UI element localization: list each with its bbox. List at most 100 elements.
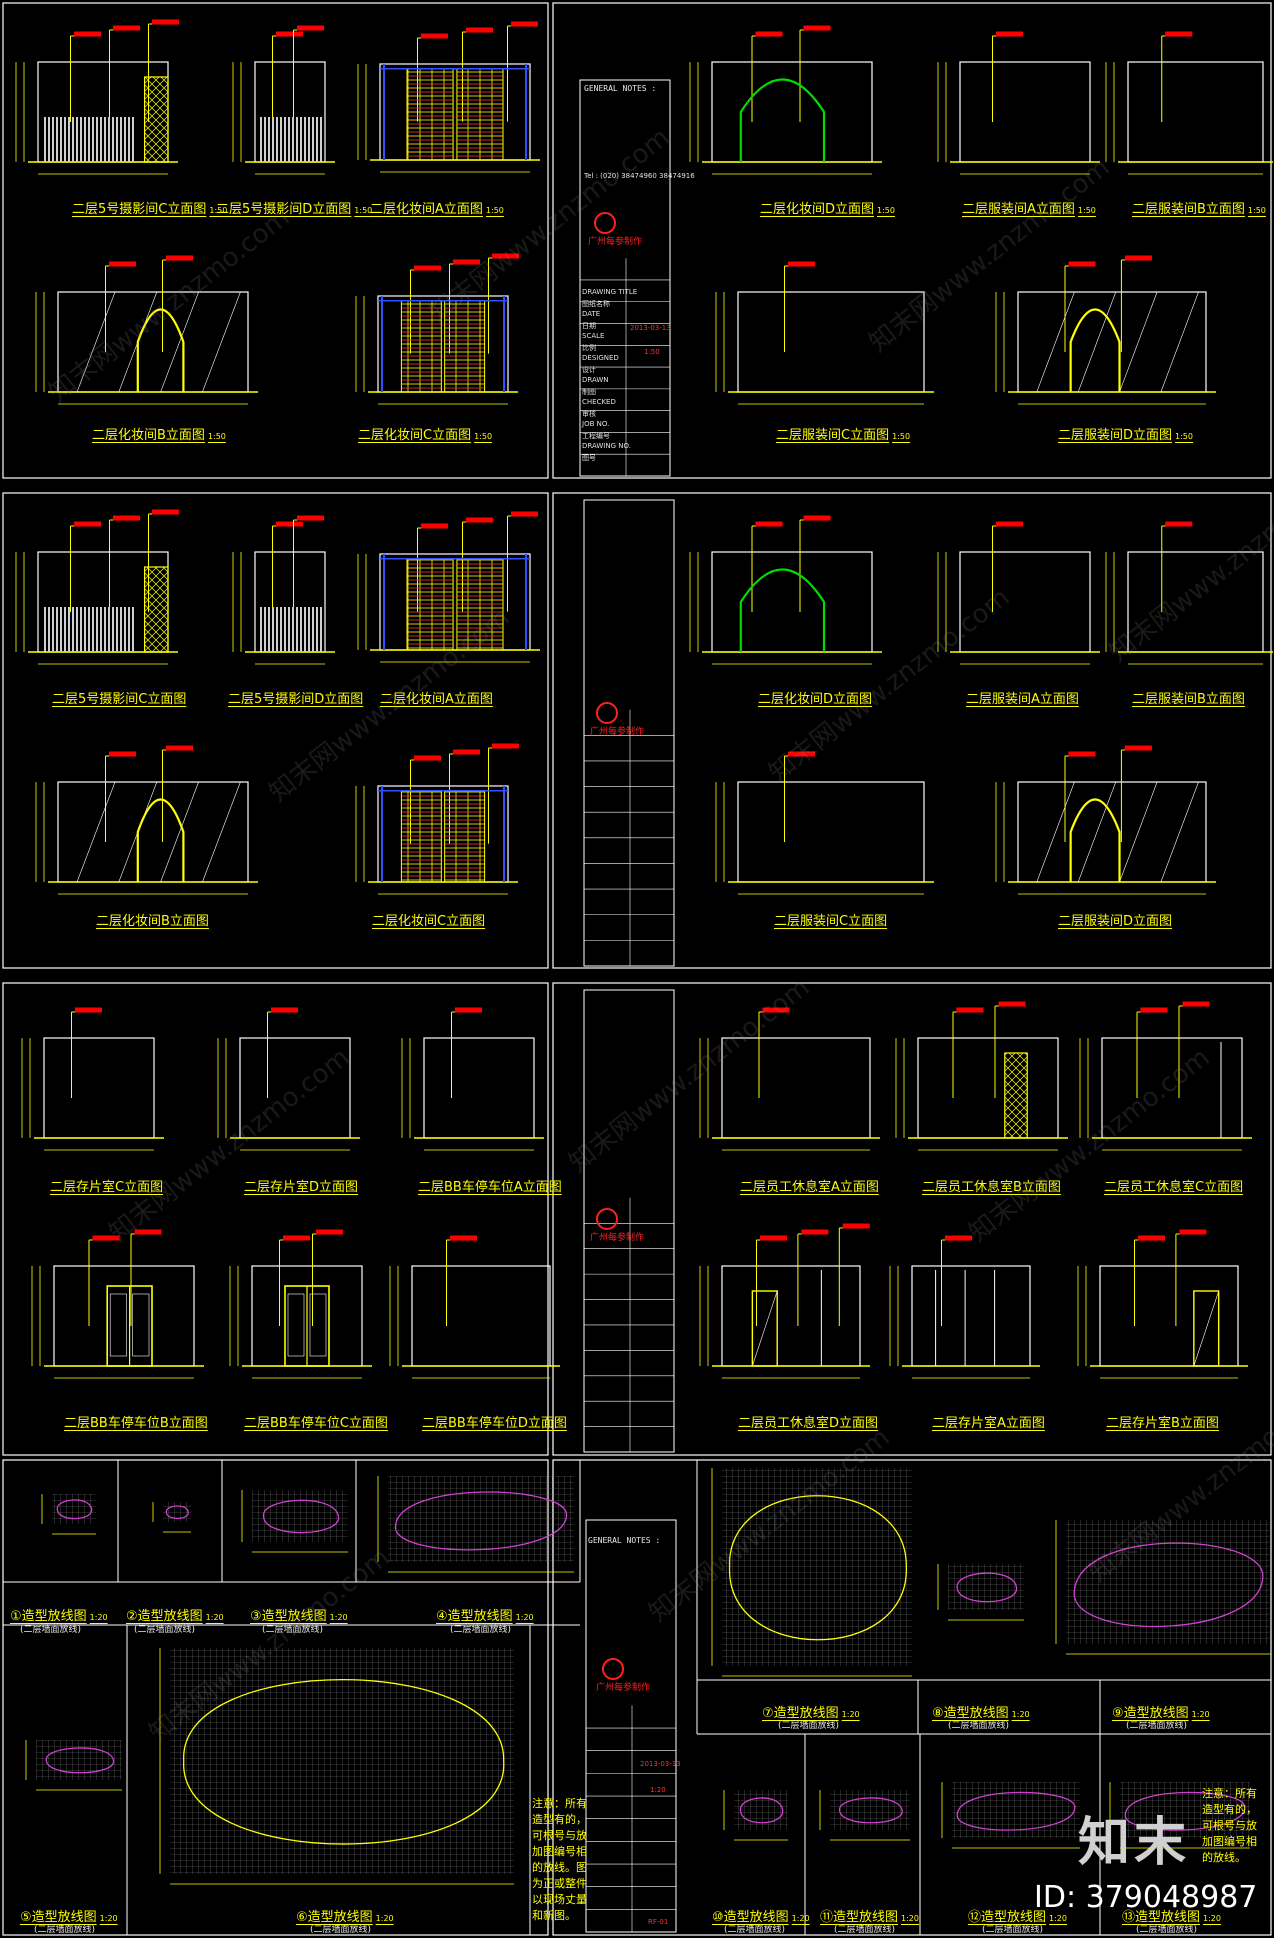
hatch-diag [1160,781,1199,883]
door-leaf [309,1293,327,1357]
rail-stripes [259,607,322,652]
layout-grid [1120,1782,1250,1838]
tag-red [134,1229,162,1235]
shelf-unit [444,300,486,393]
drawing-scale-text: 1:20 [375,1914,394,1923]
decor-panel [144,76,169,163]
drawing-title-label: 二层BB车停车位B立面图 [64,1412,208,1431]
title-block-field: DRAWING TITLE [582,288,638,296]
drawing-date: 2013-03-13 [640,1760,681,1768]
drawing-scale-text: 1:20 [515,1613,534,1622]
drawing-scale-text: 1:50 [1175,432,1193,441]
drawing-title-text: 二层5号摄影间D立面图 [216,202,352,217]
tag-red [152,19,179,25]
layout-grid [388,1476,574,1562]
drawing-title-label: 二层存片室A立面图 [932,1412,1045,1431]
elevation-outline [1127,551,1264,653]
tag-red [760,1235,787,1241]
drawing-subtitle: (二层墙面放线) [982,1925,1044,1935]
drawing-title-label: 二层存片室C立面图 [50,1176,163,1195]
drawing-title-text: 二层服装间C立面图 [774,914,888,929]
drawing-title-label: 二层BB车停车位D立面图 [422,1412,567,1431]
drawing-title-text: ⑤造型放线图 [20,1910,97,1925]
tag-red [1124,255,1152,261]
drawing-title-text: 二层员工休息室A立面图 [740,1180,879,1195]
drawing-subtitle: (二层墙面放线) [724,1925,786,1935]
shelf-unit [406,68,454,161]
tag-red [152,509,179,515]
drawing-title-text: ⑦造型放线图 [762,1706,839,1721]
elevation-outline [239,1037,351,1139]
hatch-diag [1077,781,1117,883]
hatch-diag [76,291,116,393]
tag-red [276,521,303,527]
drawing-title-text: 二层化妆间C立面图 [358,428,472,443]
title-block-field: 日期 [582,322,596,330]
drawing-title-text: 二层服装间A立面图 [966,692,1079,707]
drawing-title-text: 二层5号摄影间C立面图 [72,202,207,217]
drawing-title-text: ①造型放线图 [10,1609,87,1624]
drawing-subtitle: (二层墙面放线) [134,1625,196,1635]
design-note: 注意：所有造型有的，可根号与放加图编号相的放线。图为正或整件以现场丈量和新图。 [532,1797,587,1922]
drawing-scale-text: 1:20 [1191,1710,1210,1719]
elevation-outline [959,61,1091,163]
door-leaf [132,1293,150,1357]
title-block-frame [585,1519,677,1933]
title-block-field: 图纸名称 [582,300,610,308]
elevation-outline [43,1037,155,1139]
drawing-title-text: ⑫造型放线图 [968,1910,1047,1925]
design-note: 注意：所有造型有的，可根号与放加图编号相的放线。 [1202,1787,1257,1864]
rail-stripes [42,607,136,652]
decor-panel [1004,1052,1028,1139]
company-logo-icon [602,1658,624,1680]
drawing-title-text: 二层BB车停车位A立面图 [418,1180,562,1195]
arch-door [136,798,185,882]
contact-line: Tel : (020) 38474960 38474916 [584,172,695,180]
drawing-title-text: 二层BB车停车位D立面图 [422,1416,567,1431]
drawing-subtitle: (二层墙面放线) [34,1925,96,1935]
drawing-scale-text: 1:50 [354,206,373,215]
shape-outline [183,1678,505,1845]
title-block-field: 工程编号 [582,432,610,440]
drawing-scale-text: 1:50 [207,432,226,441]
drawing-scale-text: 1:20 [1049,1914,1067,1923]
drawing-title-text: 二层员工休息室B立面图 [922,1180,1061,1195]
hatch-diag [202,781,241,883]
title-block-field: 比例 [582,344,596,352]
shape-outline [1073,1542,1264,1628]
tag-red [1140,1007,1168,1013]
general-notes-title: GENERAL NOTES : [588,1536,661,1545]
shelf-unit [400,300,442,393]
elevation-outline [1017,781,1207,883]
drawing-title-label: 二层BB车停车位A立面图 [418,1176,562,1195]
drawing-title-label: 二层存片室D立面图 [244,1176,358,1195]
drawing-scale-text: 1:50 [892,432,911,441]
company-name: 广州每参制作 [596,1683,651,1693]
drawing-scale-text: 1:20 [841,1710,860,1719]
elevation-outline [911,1265,1031,1367]
hatch-diag [160,291,199,393]
tag-red [492,743,519,749]
elevation-outline [53,1265,195,1367]
drawing-title-text: ⑩造型放线图 [712,1910,789,1925]
hatch-diag [1036,291,1075,393]
drawing-subtitle: (二层墙面放线) [1136,1925,1198,1935]
company-logo-icon [594,212,616,234]
tag-red [421,33,448,39]
sheet-frame [552,982,1272,1456]
elevation-outline [1099,1265,1239,1367]
tag-red [996,31,1023,37]
drawing-title-label: 二层BB车停车位C立面图 [244,1412,388,1431]
door [751,1290,778,1367]
drawing-title-label: 二层化妆间D立面图 [758,688,872,707]
tag-red [466,27,493,33]
elevation-outline [737,781,925,883]
tag-red [316,1229,343,1235]
